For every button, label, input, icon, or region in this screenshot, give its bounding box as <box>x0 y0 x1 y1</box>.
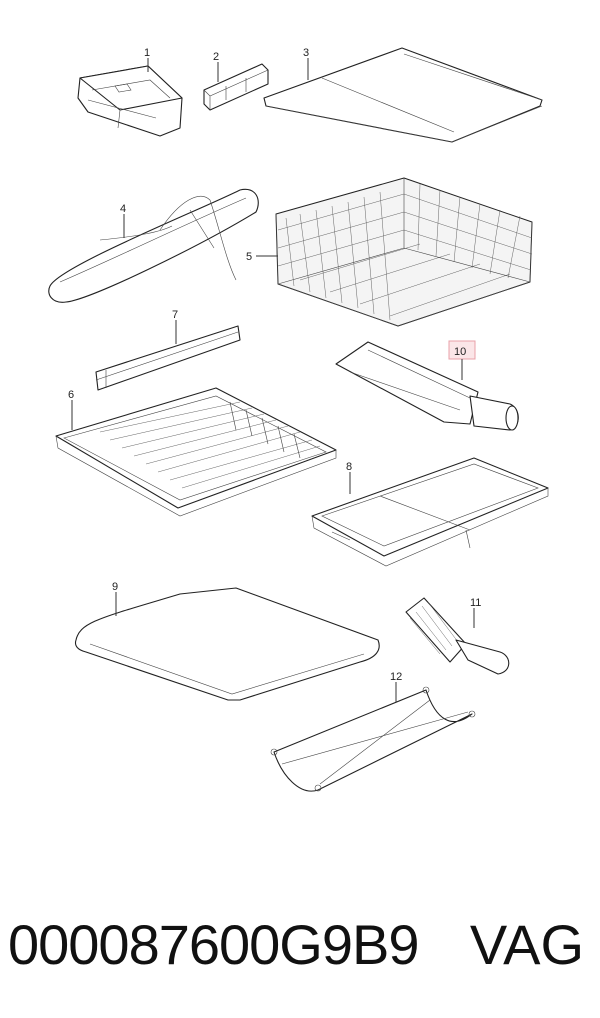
part-10-umbrella <box>335 341 519 431</box>
callout-12: 12 <box>390 671 402 683</box>
callout-5: 5 <box>246 251 252 263</box>
part-number: 000087600G9B9 <box>8 913 419 976</box>
brand-label: VAG <box>469 913 584 976</box>
part-8-strip <box>95 325 241 391</box>
callout-3: 3 <box>303 47 309 59</box>
part-6-tray <box>55 387 337 517</box>
part-9-mat <box>74 587 380 701</box>
part-4-ski-bag <box>48 188 259 303</box>
callout-7: 8 <box>346 461 352 473</box>
callout-9: 9 <box>112 581 118 593</box>
part-1-case <box>77 65 183 137</box>
part-11-brush <box>405 597 510 675</box>
callout-10: 10 <box>454 346 466 358</box>
callout-6: 6 <box>68 389 74 401</box>
callout-4: 4 <box>120 203 126 215</box>
callout-2: 2 <box>213 51 219 63</box>
part-7-luggage-tray <box>311 457 549 567</box>
footer: 000087600G9B9 VAG <box>0 900 600 990</box>
part-3-floor-board <box>263 47 543 143</box>
callout-11: 11 <box>470 597 481 609</box>
callout-8: 7 <box>172 309 178 321</box>
callout-1: 1 <box>144 47 150 59</box>
part-5-luggage-net <box>275 177 533 327</box>
part-2-divider <box>203 63 269 111</box>
parts-diagram: 1 2 3 4 5 7 <box>48 47 549 792</box>
part-12-net-pocket <box>270 686 476 792</box>
